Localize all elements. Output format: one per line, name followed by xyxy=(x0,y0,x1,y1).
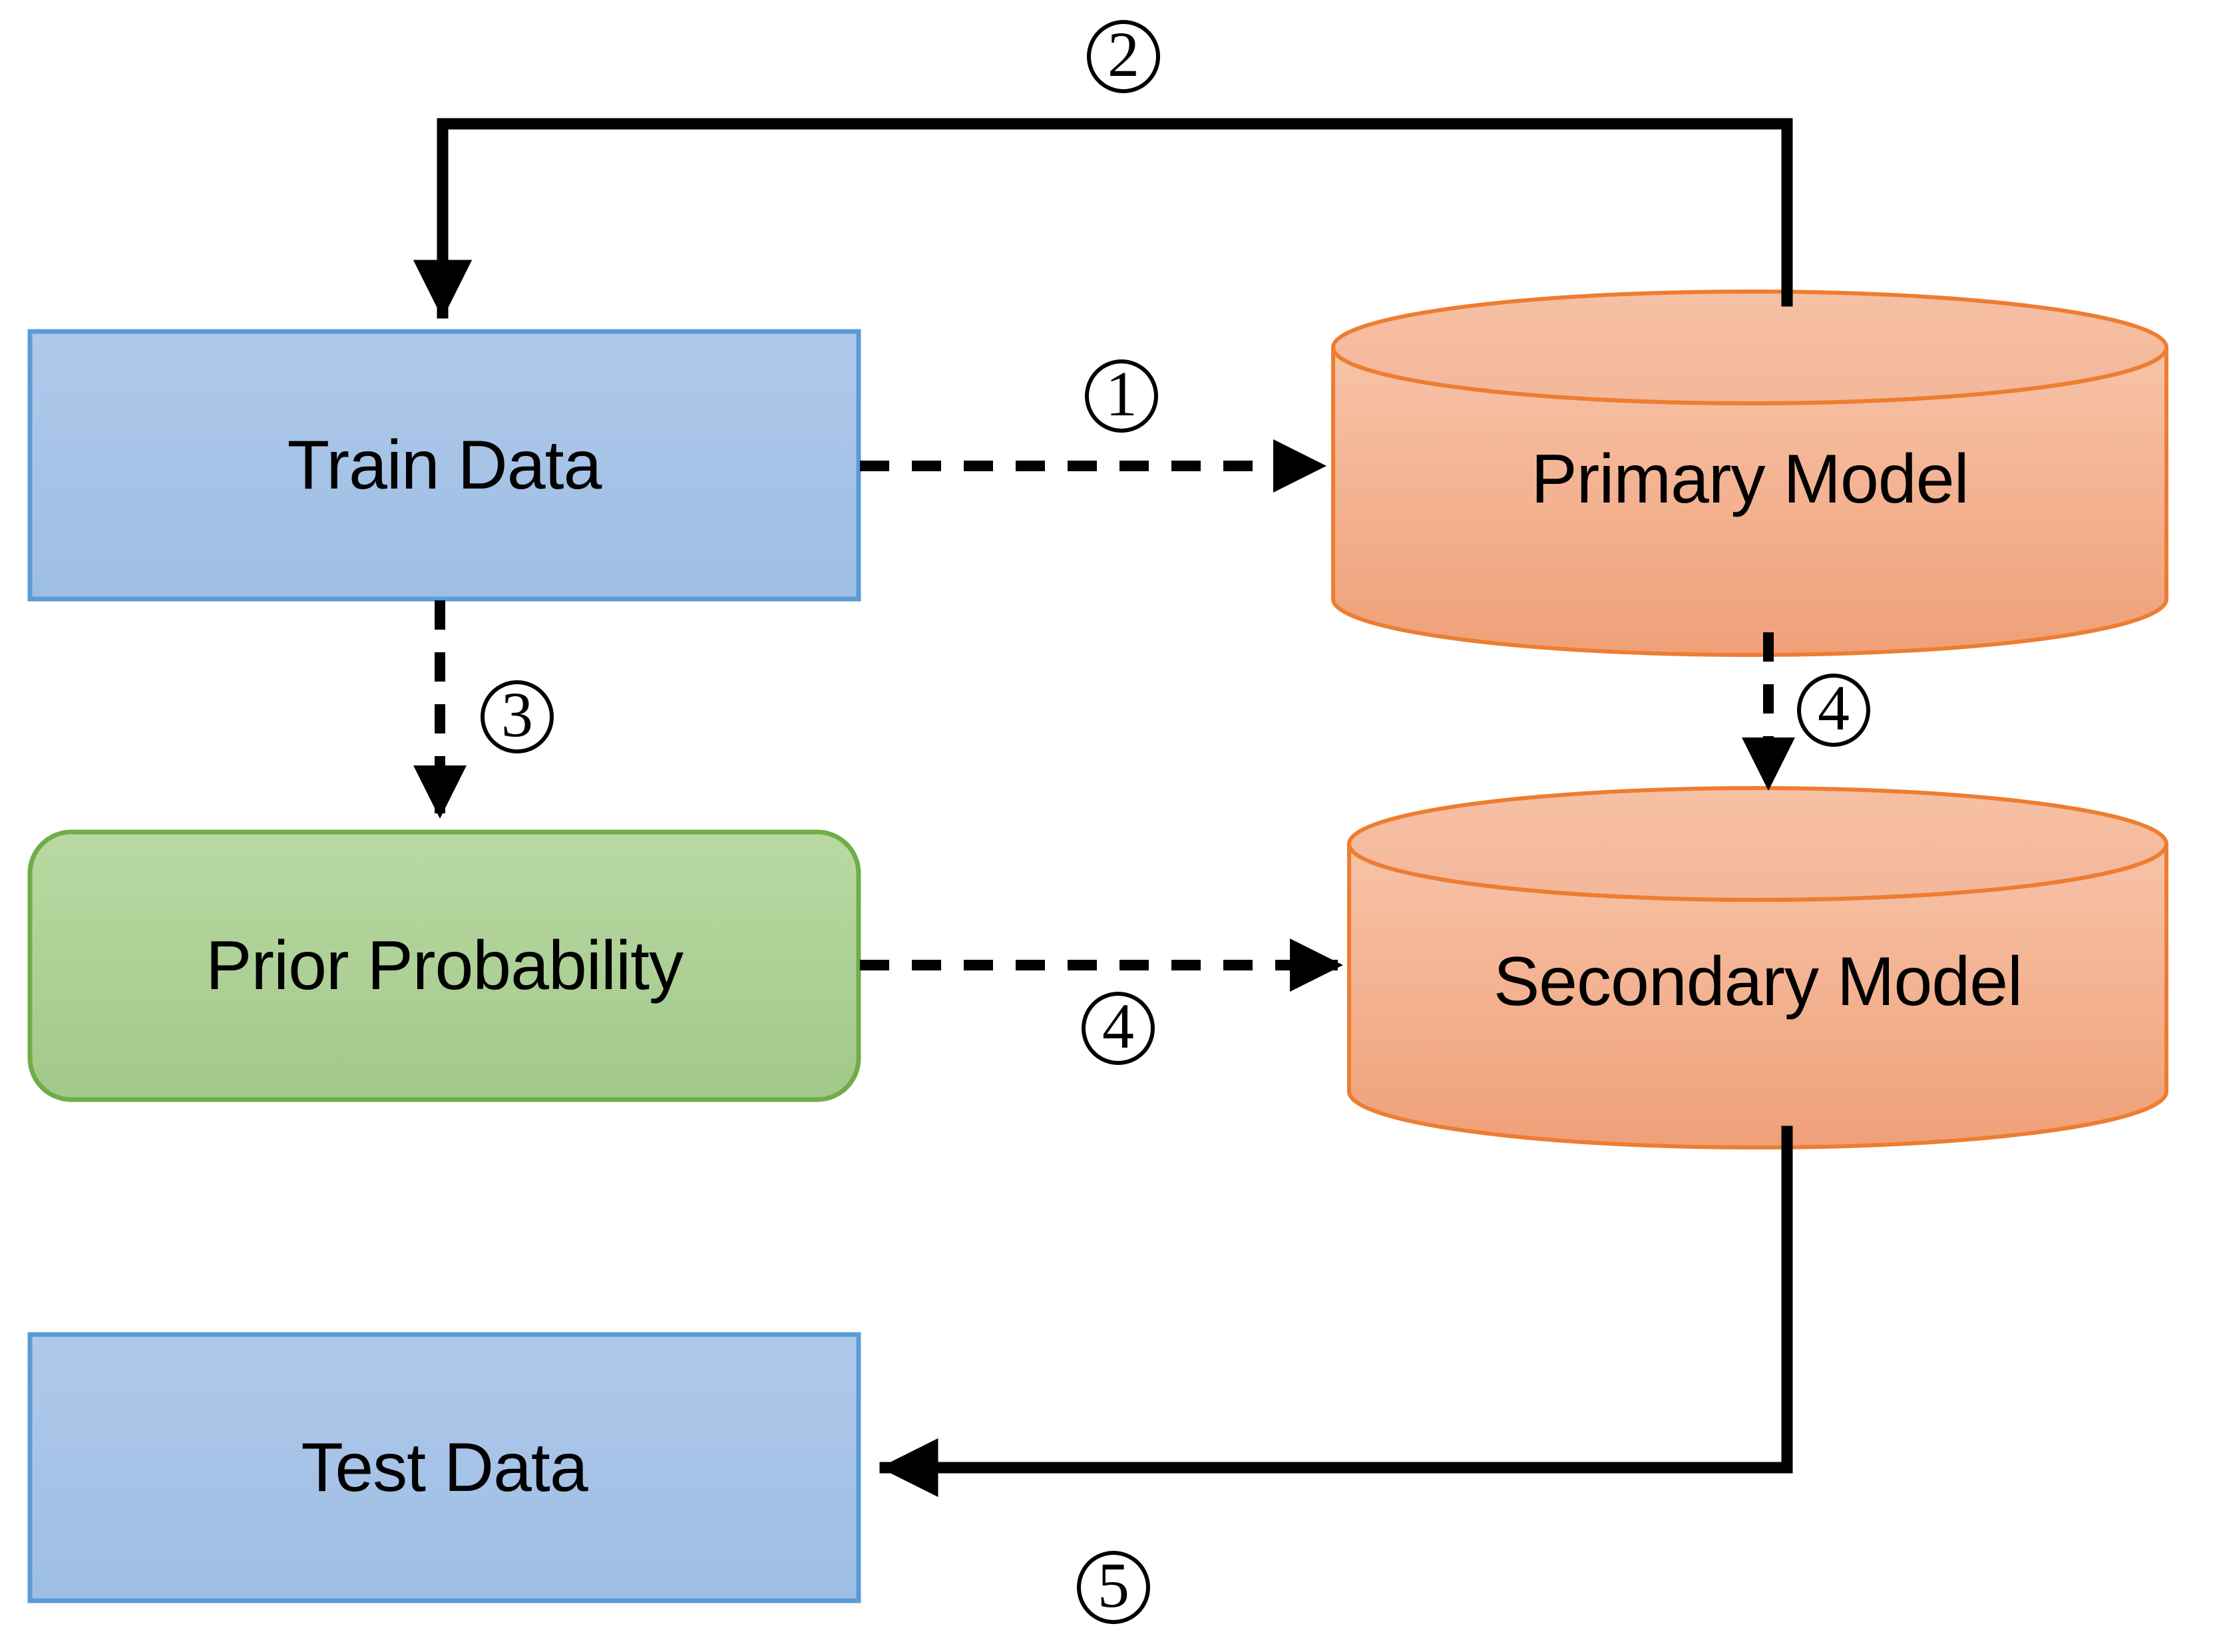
step-badge-4-prior: 4 xyxy=(1082,992,1155,1065)
step-badge-3: 3 xyxy=(481,680,554,753)
node-primary-model-shape[interactable] xyxy=(1331,290,2168,657)
connector-2-primary-to-train xyxy=(413,118,1793,319)
step-badge-4-models: 4 xyxy=(1797,674,1870,747)
connector-5-secondary-to-test xyxy=(879,1126,1793,1498)
step-badge-1: 1 xyxy=(1085,359,1158,433)
node-test-data-shape[interactable] xyxy=(27,1332,861,1603)
node-prior-probability-shape[interactable] xyxy=(27,829,861,1102)
step-badge-2: 2 xyxy=(1087,20,1160,93)
node-train-data-shape[interactable] xyxy=(27,329,861,602)
step-badge-5: 5 xyxy=(1077,1551,1150,1624)
node-secondary-model-shape[interactable] xyxy=(1347,786,2168,1149)
